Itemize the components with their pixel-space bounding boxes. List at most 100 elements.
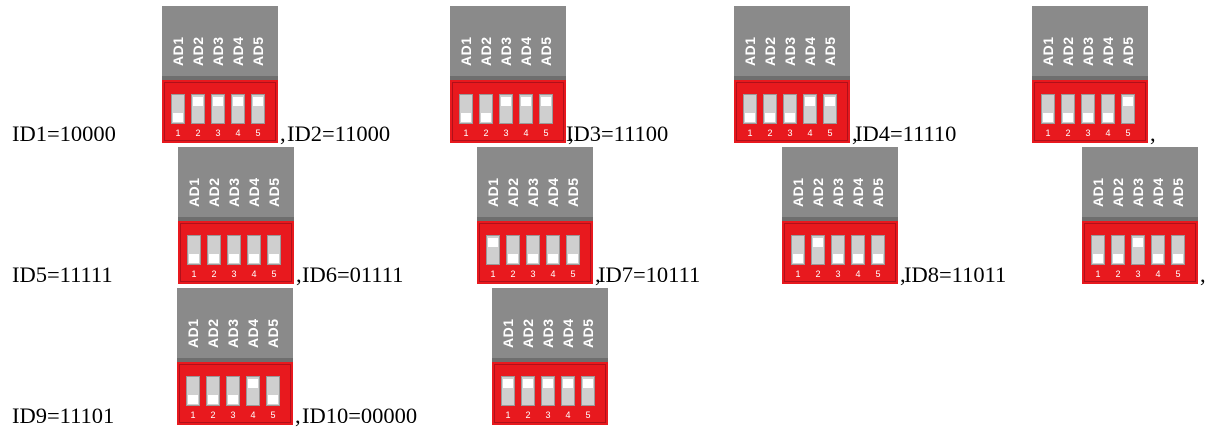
switch-2[interactable] — [1061, 94, 1075, 124]
switch-2[interactable] — [521, 376, 535, 406]
strip-divider — [1082, 217, 1198, 221]
switch-5[interactable] — [266, 376, 280, 406]
switch-1[interactable] — [187, 235, 201, 265]
switch-4[interactable] — [803, 94, 817, 124]
switch-knob-down — [833, 254, 843, 263]
switch-label-text: AD4 — [1150, 177, 1166, 207]
switch-label: AD4 — [850, 149, 867, 207]
switch-5[interactable] — [539, 94, 553, 124]
switch-knob-down — [481, 113, 491, 122]
switch-label-text: AD5 — [870, 177, 886, 207]
switch-3[interactable] — [541, 376, 555, 406]
switch-body-rim — [452, 82, 564, 141]
switch-2[interactable] — [506, 235, 520, 265]
switch-2[interactable] — [763, 94, 777, 124]
switch-1[interactable] — [743, 94, 757, 124]
switch-2[interactable] — [206, 376, 220, 406]
switch-5[interactable] — [823, 94, 837, 124]
switch-3[interactable] — [1131, 235, 1145, 265]
switch-label: AD2 — [190, 8, 207, 66]
switch-3[interactable] — [783, 94, 797, 124]
switch-2[interactable] — [207, 235, 221, 265]
switch-number: 5 — [543, 128, 549, 138]
switch-knob-up — [1123, 97, 1133, 106]
switch-4[interactable] — [519, 94, 533, 124]
switch-3[interactable] — [831, 235, 845, 265]
switch-4[interactable] — [247, 235, 261, 265]
switch-label: AD3 — [525, 149, 542, 207]
switch-1[interactable] — [486, 235, 500, 265]
switch-label: AD4 — [230, 8, 247, 66]
switch-1[interactable] — [186, 376, 200, 406]
switch-number: 4 — [550, 269, 556, 279]
switch-5[interactable] — [871, 235, 885, 265]
switch-2[interactable] — [191, 94, 205, 124]
switch-5[interactable] — [1121, 94, 1135, 124]
switch-label: AD3 — [1130, 149, 1147, 207]
switch-label-text: AD1 — [170, 36, 186, 66]
switch-number: 4 — [1105, 128, 1111, 138]
switch-1[interactable] — [791, 235, 805, 265]
switch-2[interactable] — [479, 94, 493, 124]
switch-label-text: AD1 — [185, 318, 201, 348]
switch-knob-down — [188, 395, 198, 404]
switch-knob-down — [528, 254, 538, 263]
switch-number: 5 — [570, 269, 576, 279]
switch-label: AD2 — [505, 149, 522, 207]
strip-divider — [178, 217, 294, 221]
separator-comma: , — [1200, 262, 1206, 287]
switch-3[interactable] — [1081, 94, 1095, 124]
switch-label-text: AD3 — [540, 318, 556, 348]
switch-5[interactable] — [267, 235, 281, 265]
switch-number: 2 — [525, 410, 531, 420]
switch-4[interactable] — [231, 94, 245, 124]
switch-1[interactable] — [459, 94, 473, 124]
strip-divider — [782, 217, 898, 221]
switch-1[interactable] — [501, 376, 515, 406]
switch-number: 5 — [827, 128, 833, 138]
switch-2[interactable] — [1111, 235, 1125, 265]
switch-number: 3 — [545, 410, 551, 420]
switch-1[interactable] — [171, 94, 185, 124]
switch-3[interactable] — [211, 94, 225, 124]
switch-label-text: AD3 — [226, 177, 242, 207]
switch-number: 4 — [235, 128, 241, 138]
switch-body-rim — [494, 364, 606, 423]
switch-label: AD3 — [540, 290, 557, 348]
switch-4[interactable] — [561, 376, 575, 406]
switch-5[interactable] — [251, 94, 265, 124]
id-label: ID7=10111 — [598, 262, 701, 287]
switch-number: 1 — [191, 269, 197, 279]
switch-number: 3 — [231, 269, 237, 279]
switch-4[interactable] — [246, 376, 260, 406]
switch-number: 2 — [210, 410, 216, 420]
switch-label-text: AD3 — [498, 36, 514, 66]
switch-label-text: AD2 — [1060, 36, 1076, 66]
separator-comma: , — [295, 403, 301, 428]
switch-4[interactable] — [1151, 235, 1165, 265]
switch-knob-down — [745, 113, 755, 122]
switch-label-text: AD2 — [762, 36, 778, 66]
switch-4[interactable] — [851, 235, 865, 265]
switch-label: AD1 — [458, 8, 475, 66]
switch-3[interactable] — [526, 235, 540, 265]
switch-3[interactable] — [226, 376, 240, 406]
switch-3[interactable] — [499, 94, 513, 124]
switch-5[interactable] — [566, 235, 580, 265]
switch-3[interactable] — [227, 235, 241, 265]
switch-4[interactable] — [546, 235, 560, 265]
switch-4[interactable] — [1101, 94, 1115, 124]
switch-number: 1 — [505, 410, 511, 420]
switch-2[interactable] — [811, 235, 825, 265]
switch-5[interactable] — [581, 376, 595, 406]
switch-1[interactable] — [1041, 94, 1055, 124]
switch-1[interactable] — [1091, 235, 1105, 265]
switch-5[interactable] — [1171, 235, 1185, 265]
switch-knob-down — [785, 113, 795, 122]
